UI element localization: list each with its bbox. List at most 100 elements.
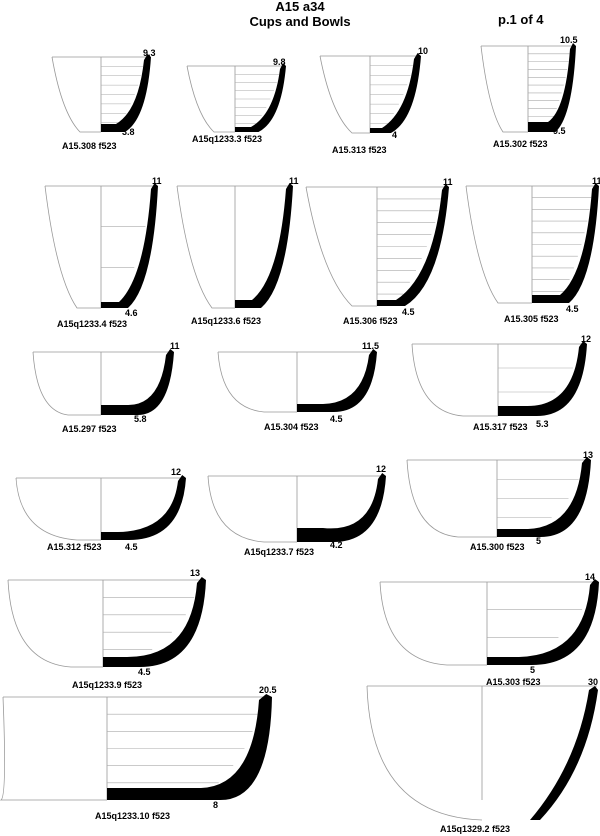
rim-diameter: 10: [418, 46, 429, 56]
rim-diameter: 11: [443, 177, 453, 187]
rim-diameter: 11: [592, 176, 600, 186]
base-diameter: 4: [258, 299, 264, 309]
base-diameter: 4.5: [402, 307, 415, 317]
vessel-label: A15.300 f523: [470, 542, 525, 552]
rim-diameter: 9.3: [143, 48, 156, 58]
vessel-drawing: [186, 63, 286, 133]
vessel-section: [487, 579, 599, 666]
base-diameter: 4.5: [566, 304, 579, 314]
vessel-section: [528, 43, 576, 132]
vessel-label: A15.312 f523: [47, 542, 102, 552]
vessel-section: [101, 54, 151, 132]
vessel-drawing: [207, 473, 386, 543]
rim-diameter: 20.5: [259, 685, 277, 695]
vessel-outline: [305, 186, 377, 307]
vessel-section: [235, 183, 293, 308]
vessel-label: A15q1233.3 f523: [192, 134, 263, 144]
vessel-section: [101, 475, 186, 541]
vessel-section: [107, 694, 272, 801]
vessel-drawing: [465, 183, 599, 304]
vessel-drawing: [366, 685, 598, 821]
vessel-outline: [15, 477, 101, 541]
vessel-label: A15q1329.2 f523: [440, 824, 511, 834]
rim-diameter: 9.8: [273, 57, 286, 67]
rim-diameter: 30: [588, 677, 599, 687]
rim-diameter: 11: [289, 176, 299, 186]
rim-diameter: 13: [583, 450, 594, 460]
base-diameter: 4.6: [125, 308, 138, 318]
vessel-label: A15.297 f523: [62, 424, 117, 434]
vessel-label: A15q1233.4 f523: [57, 319, 128, 329]
vessel-label: A15.308 f523: [62, 141, 117, 151]
vessel-drawing: [15, 475, 186, 541]
vessel-drawing: [44, 183, 158, 309]
vessel-label: A15.304 f523: [264, 422, 319, 432]
vessel-drawing: [176, 183, 293, 309]
vessel-drawing: [32, 349, 174, 416]
base-diameter: 5.3: [536, 419, 549, 429]
base-diameter: 4.5: [125, 542, 138, 552]
vessel-section: [530, 686, 598, 820]
vessel-label: A15.317 f523: [473, 422, 528, 432]
rim-diameter: 12: [171, 467, 182, 477]
vessel-label: A15.305 f523: [504, 314, 559, 324]
base-diameter: 8: [213, 800, 219, 810]
vessel-outline: [217, 351, 297, 413]
base-diameter: 4.2: [330, 540, 343, 550]
vessel-outline: [465, 185, 532, 304]
vessel-section: [370, 53, 421, 133]
vessel-drawing: [305, 184, 449, 307]
rim-diameter: 11: [170, 341, 180, 351]
vessel-outline: [411, 343, 498, 417]
vessel-drawing: [51, 54, 151, 133]
vessel-outline: [32, 351, 101, 416]
vessel-label: A15q1233.10 f523: [95, 811, 171, 821]
vessel-section: [532, 183, 599, 303]
rim-diameter: 14: [585, 572, 596, 582]
rim-diameter: 11.5: [362, 341, 380, 351]
vessel-label: A15q1233.7 f523: [244, 547, 315, 557]
vessel-outline: [366, 685, 483, 821]
vessel-drawing: [217, 349, 377, 413]
rim-diameter: 10.5: [560, 35, 578, 45]
base-diameter: 4.5: [330, 414, 343, 424]
base-diameter: 5: [536, 536, 542, 546]
vessel-label: A15.302 f523: [493, 139, 548, 149]
base-diameter: 5: [530, 665, 536, 675]
vessel-outline: [186, 65, 235, 133]
base-diameter: 3.8: [122, 127, 135, 137]
vessel-label: A15.303 f523: [486, 677, 541, 687]
vessel-outline: [0, 696, 107, 801]
page-number: p.1 of 4: [498, 12, 544, 27]
rim-diameter: 12: [376, 464, 387, 474]
vessel-outline: [379, 581, 487, 666]
rim-diameter: 12: [581, 334, 592, 344]
vessel-outline: [319, 55, 370, 134]
vessel-drawing: [411, 341, 587, 417]
vessel-section: [498, 341, 587, 417]
vessel-outline: [480, 45, 528, 133]
vessel-label: A15.306 f523: [343, 316, 398, 326]
plate-subtitle: Cups and Bowls: [249, 14, 351, 29]
base-diameter: 4.5: [138, 667, 151, 677]
vessel-drawing: [379, 579, 599, 666]
vessel-outline: [176, 185, 235, 309]
vessel-outline: [44, 185, 101, 309]
vessel-outline: [406, 459, 497, 538]
vessel-drawing: [0, 694, 272, 801]
vessel-section: [497, 457, 591, 538]
base-diameter: 4: [392, 130, 398, 140]
rim-diameter: 13: [190, 568, 201, 578]
vessel-drawing: [480, 43, 576, 133]
vessel-section: [297, 473, 386, 543]
vessel-drawing: [7, 577, 206, 668]
vessel-section: [103, 577, 206, 668]
vessel-label: A15q1233.6 f523: [191, 316, 262, 326]
base-diameter: 5.8: [134, 414, 147, 424]
vessel-section: [101, 349, 174, 416]
vessel-label: A15.313 f523: [332, 145, 387, 155]
vessel-section: [235, 63, 286, 132]
base-diameter: 9.5: [553, 126, 566, 136]
